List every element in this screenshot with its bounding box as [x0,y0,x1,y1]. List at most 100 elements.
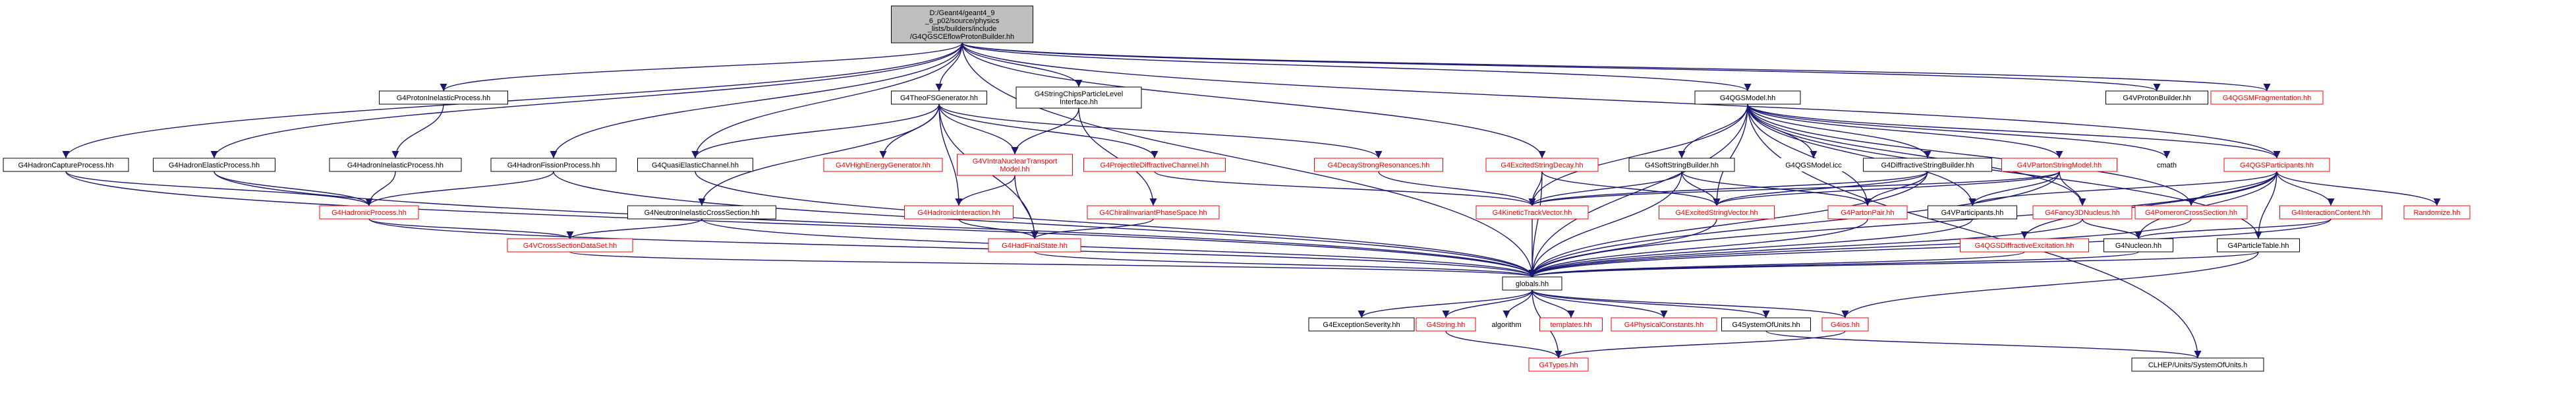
node-qgsmFrag[interactable]: G4QGSMFragmentation.hh [2210,90,2324,105]
node-hadronicInteraction[interactable]: G4HadronicInteraction.hh [904,205,1014,220]
node-label-hadronCapture: G4HadronCaptureProcess.hh [18,162,114,169]
node-box-interactionContent [2279,205,2382,220]
edge-qgsParticipants-to-nucleon [2134,171,2277,239]
edge-globals-to-templates [1531,289,1575,318]
node-label-qgsmFrag: G4QGSMFragmentation.hh [2223,94,2312,102]
node-vCrossSection[interactable]: G4VCrossSectionDataSet.hh [507,238,633,253]
node-box-stringChips [1016,86,1142,109]
node-templates[interactable]: templates.hh [1539,317,1603,332]
edge-qgsModel-to-fancy3D [1747,104,2086,206]
node-qgsModelIcc: G4QGSModel.icc [1777,158,1850,171]
node-clhepUnits[interactable]: CLHEP/Units/SystemOfUnits.h [2131,357,2264,372]
node-protonInelastic[interactable]: G4ProtonInelasticProcess.hh [379,90,508,105]
node-box-vIntraNuclear [957,154,1073,176]
node-excitedStringDecay[interactable]: G4ExcitedStringDecay.hh [1485,158,1599,172]
node-label-decayStrong: G4DecayStrongResonances.hh [1328,162,1430,169]
node-pomeronCS[interactable]: G4PomeronCrossSection.hh [2134,205,2248,220]
node-vPartonString[interactable]: G4VPartonStringModel.hh [2001,158,2117,172]
node-label-randomize: Randomize.hh [2414,209,2461,217]
node-box-qgsDiffExcitation [1960,238,2089,253]
node-globals[interactable]: globals.hh [1502,276,1562,291]
node-vParticipants[interactable]: G4VParticipants.hh [1928,205,2017,220]
edge-root-to-hadronFission [550,42,963,159]
node-projectileDiff[interactable]: G4ProjectileDiffractiveChannel.hh [1083,158,1226,172]
node-interactionContent[interactable]: G4InteractionContent.hh [2279,205,2382,220]
nodes-layer: D:/Geant4/geant4_9_6_p02/source/physics_… [3,5,2471,372]
node-label-g4ios: G4ios.hh [1831,321,1860,329]
edge-qgsModel-to-softString [1678,104,1748,159]
node-label-kineticTrackVector: G4KineticTrackVector.hh [1493,209,1572,217]
edge-vPartonString-to-fancy3D [2059,171,2086,206]
node-label-stringChips: Interface.hh [1060,98,1098,106]
node-theoFS[interactable]: G4TheoFSGenerator.hh [891,90,987,105]
node-hadFinalState[interactable]: G4HadFinalState.hh [988,238,1081,253]
edge-hadronFission-to-globals [553,171,1536,278]
edge-vCrossSection-to-globals [569,251,1535,278]
edge-qgsModel-to-qgsParticipants [1747,104,2281,159]
node-vHighEnergy[interactable]: G4VHighEnergyGenerator.hh [823,158,943,172]
node-nucleon[interactable]: G4Nucleon.hh [2104,238,2173,253]
node-physConstants[interactable]: G4PhysicalConstants.hh [1611,317,1717,332]
node-box-fancy3D [2032,205,2132,220]
node-chiralInvariant[interactable]: G4ChiralInvariantPhaseSpace.hh [1087,205,1220,220]
edge-g4ios-to-g4Types [1555,330,1846,359]
node-hadronicProcess[interactable]: G4HadronicProcess.hh [319,205,419,220]
node-decayStrong[interactable]: G4DecayStrongResonances.hh [1314,158,1443,172]
edge-qgsModel-to-kineticTrackVector [1528,104,1748,206]
node-hadronCapture[interactable]: G4HadronCaptureProcess.hh [3,158,129,172]
edge-g4String-to-g4Types [1445,330,1562,359]
node-algorithm: algorithm [1483,318,1530,331]
edge-root-to-quasiElastic [691,42,963,159]
node-partonPair[interactable]: G4PartonPair.hh [1827,205,1908,220]
node-randomize[interactable]: Randomize.hh [2403,205,2471,220]
node-g4ios[interactable]: G4ios.hh [1821,317,1869,332]
node-kineticTrackVector[interactable]: G4KineticTrackVector.hh [1475,205,1589,220]
node-label-protonInelastic: G4ProtonInelasticProcess.hh [397,94,490,102]
node-fancy3D[interactable]: G4Fancy3DNucleus.hh [2032,205,2132,220]
node-vProtonBuilder[interactable]: G4VProtonBuilder.hh [2105,90,2208,105]
node-qgsParticipants[interactable]: G4QGSParticipants.hh [2223,158,2330,172]
node-g4Types[interactable]: G4Types.hh [1528,357,1589,372]
node-label-vHighEnergy: G4VHighEnergyGenerator.hh [836,162,930,169]
node-box-vPartonString [2001,158,2117,172]
node-root[interactable]: D:/Geant4/geant4_9_6_p02/source/physics_… [891,5,1033,44]
node-box-vCrossSection [507,238,633,253]
node-quasiElastic[interactable]: G4QuasiElasticChannel.hh [637,158,753,172]
node-softString[interactable]: G4SoftStringBuilder.hh [1628,158,1735,172]
node-box-cmath [2147,158,2187,171]
edge-interactionContent-to-globals [1528,218,2332,278]
edge-vPartonString-to-globals [1528,171,2060,278]
node-exceptionSeverity[interactable]: G4ExceptionSeverity.hh [1308,317,1415,332]
node-label-templates: templates.hh [1551,321,1592,329]
edge-softString-to-kineticTrackVector [1528,171,1682,206]
node-systemOfUnits[interactable]: G4SystemOfUnits.hh [1721,317,1811,332]
node-label-exceptionSeverity: G4ExceptionSeverity.hh [1323,321,1400,329]
node-label-g4String: G4String.hh [1427,321,1466,329]
node-box-nucleon [2104,238,2173,253]
node-hadronFission[interactable]: G4HadronFissionProcess.hh [490,158,617,172]
edge-diffString-to-partonPair [1864,171,1928,206]
node-label-qgsParticipants: G4QGSParticipants.hh [2240,162,2314,169]
node-hadronInelastic[interactable]: G4HadronInelasticProcess.hh [329,158,462,172]
node-particleTable[interactable]: G4ParticleTable.hh [2217,238,2300,253]
node-qgsModel[interactable]: G4QGSModel.hh [1694,90,1801,105]
node-qgsDiffExcitation[interactable]: G4QGSDiffractiveExcitation.hh [1960,238,2089,253]
node-label-qgsModelIcc: G4QGSModel.icc [1785,162,1842,169]
node-excitedStringVector[interactable]: G4ExcitedStringVector.hh [1659,205,1775,220]
node-label-excitedStringVector: G4ExcitedStringVector.hh [1675,209,1758,217]
node-g4String[interactable]: G4String.hh [1416,317,1476,332]
node-box-hadronicInteraction [904,205,1014,220]
node-hadronElastic[interactable]: G4HadronElasticProcess.hh [153,158,275,172]
edge-softString-to-globals [1528,171,1682,278]
edge-excitedStringVector-to-globals [1528,218,1717,278]
node-box-softString [1628,158,1735,172]
node-neutronInelasticCS[interactable]: G4NeutronInelasticCrossSection.hh [627,205,776,220]
edge-globals-to-systemOfUnits [1531,289,1770,318]
node-box-vProtonBuilder [2105,90,2208,105]
node-box-hadronInelastic [329,158,462,172]
edge-quasiElastic-to-globals [695,171,1536,278]
node-diffString[interactable]: G4DiffractiveStringBuilder.hh [1863,158,1992,172]
